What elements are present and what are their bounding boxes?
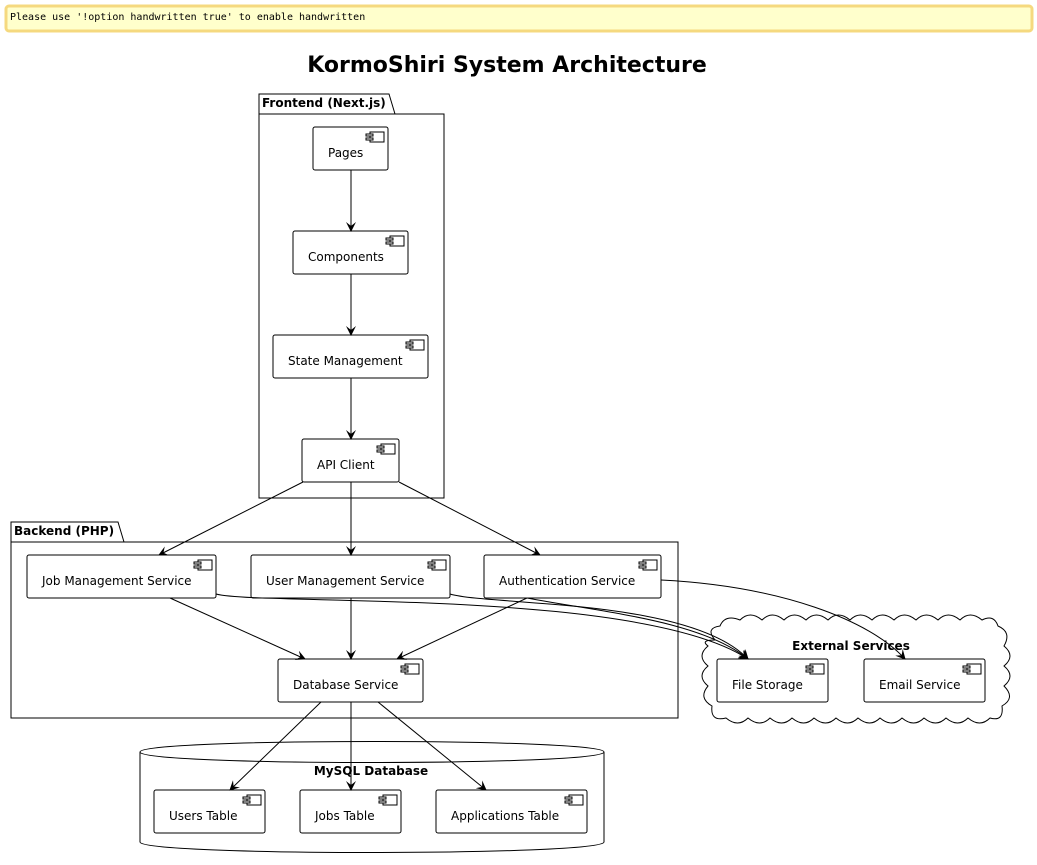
diagram-title: KormoShiri System Architecture: [307, 53, 707, 78]
edges: [158, 170, 906, 791]
component-authentication-service: Authentication Service: [483, 554, 662, 599]
component-applications-table-label: Applications Table: [451, 809, 559, 823]
warning-banner: Please use '!option handwritten true' to…: [4, 4, 1034, 33]
component-pages: Pages: [312, 126, 389, 171]
component-user-management-service: User Management Service: [250, 554, 451, 599]
package-database-label: MySQL Database: [314, 764, 428, 778]
package-external-label: External Services: [792, 639, 910, 653]
component-file-storage-label: File Storage: [732, 678, 803, 692]
component-icon: [193, 559, 213, 571]
warning-text: Please use '!option handwritten true' to…: [10, 12, 365, 23]
component-jobs-table: Jobs Table: [299, 789, 402, 834]
component-state-management: State Management: [272, 334, 429, 379]
component-jobs-table-label: Jobs Table: [314, 809, 375, 823]
edge-auth-dbservice: [396, 597, 528, 660]
component-database-service-label: Database Service: [293, 678, 398, 692]
component-icon: [962, 663, 982, 675]
component-icon: [385, 235, 405, 247]
component-authentication-service-label: Authentication Service: [499, 574, 635, 588]
component-file-storage: File Storage: [716, 658, 829, 703]
component-icon: [805, 663, 825, 675]
component-icon: [400, 663, 420, 675]
component-icon: [564, 794, 584, 806]
component-icon: [378, 794, 398, 806]
edge-dbservice-apps: [377, 701, 487, 791]
edge-jobmgmt-filestorage: [215, 593, 749, 660]
component-email-service-label: Email Service: [879, 678, 960, 692]
edge-jobmgmt-dbservice: [169, 597, 306, 660]
component-users-table-label: Users Table: [169, 809, 237, 823]
component-icon: [405, 339, 425, 351]
package-frontend-label: Frontend (Next.js): [262, 96, 386, 110]
component-job-management-service-label: Job Management Service: [41, 574, 192, 588]
component-applications-table: Applications Table: [435, 789, 588, 834]
component-email-service: Email Service: [863, 658, 986, 703]
component-icon: [242, 794, 262, 806]
edge-auth-filestorage: [526, 597, 749, 660]
component-api-client: API Client: [301, 438, 400, 483]
edge-usermgmt-filestorage: [449, 593, 749, 660]
component-state-management-label: State Management: [288, 354, 403, 368]
component-components: Components: [292, 230, 409, 275]
package-backend-label: Backend (PHP): [14, 524, 114, 538]
component-users-table: Users Table: [153, 789, 266, 834]
component-job-management-service: Job Management Service: [26, 554, 217, 599]
edge-auth-email: [660, 579, 906, 660]
component-api-client-label: API Client: [317, 458, 375, 472]
edge-dbservice-users: [229, 701, 322, 791]
component-icon: [365, 131, 385, 143]
component-components-label: Components: [308, 250, 384, 264]
component-icon: [638, 559, 658, 571]
edge-apiclient-jobmgmt: [158, 481, 304, 556]
component-icon: [427, 559, 447, 571]
edge-apiclient-auth: [398, 481, 541, 556]
component-database-service: Database Service: [277, 658, 424, 703]
component-pages-label: Pages: [328, 146, 363, 160]
component-icon: [376, 443, 396, 455]
component-user-management-service-label: User Management Service: [266, 574, 424, 588]
